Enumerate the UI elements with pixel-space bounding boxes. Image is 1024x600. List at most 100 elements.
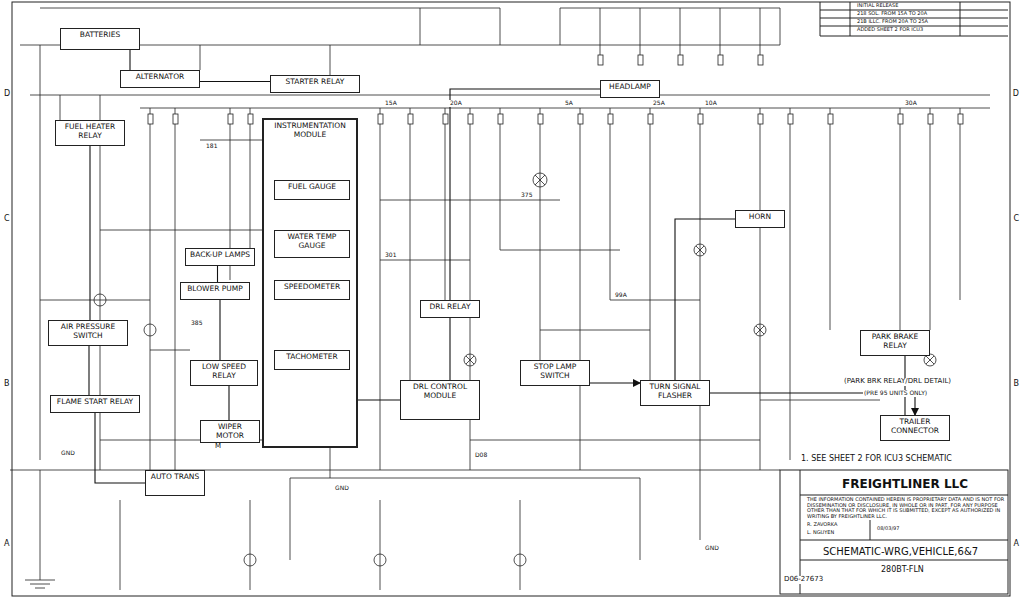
component-label: PARK BRAKE RELAY bbox=[864, 333, 926, 350]
drawing-label: ADDED SHEET 2 FOR ICU3 bbox=[856, 27, 924, 33]
drawing-label: 375 bbox=[520, 192, 533, 199]
drawing-label: 99A bbox=[614, 292, 628, 299]
drawing-label: M bbox=[214, 443, 222, 451]
drawing-label: B bbox=[1013, 380, 1021, 389]
title-text: FREIGHTLINER LLC bbox=[840, 477, 970, 491]
component-label: BLOWER PUMP bbox=[184, 285, 246, 294]
drawing-label: L. NGUYEN bbox=[806, 530, 835, 536]
drawing-label: 10A bbox=[704, 100, 718, 107]
drawing-label: D06-27673 bbox=[783, 576, 824, 584]
drawing-label: (PARK BRK RELAY/DRL DETAIL) bbox=[843, 378, 952, 386]
component-label: HORN bbox=[739, 213, 781, 222]
drawing-label: R. ZAVORKA bbox=[806, 522, 838, 528]
component-box: ALTERNATOR bbox=[120, 70, 200, 88]
component-box: WIPER MOTOR bbox=[200, 420, 260, 443]
component-box: BATTERIES bbox=[60, 28, 140, 50]
drawing-label: THE INFORMATION CONTAINED HEREIN IS PROP… bbox=[806, 497, 1006, 519]
drawing-label: 1. SEE SHEET 2 FOR ICU3 SCHEMATIC bbox=[800, 455, 953, 464]
component-box: DRL CONTROL MODULE bbox=[400, 380, 480, 420]
component-box: WATER TEMP GAUGE bbox=[274, 230, 350, 258]
wire-connector bbox=[590, 382, 640, 383]
drawing-label: 20A bbox=[449, 100, 463, 107]
component-label: TACHOMETER bbox=[278, 353, 346, 362]
drawing-label: 218 SOL. FROM 15A TO 20A bbox=[856, 11, 928, 17]
component-label: FUEL GAUGE bbox=[278, 183, 346, 192]
component-box: HORN bbox=[735, 210, 785, 228]
wire-connector bbox=[217, 266, 218, 282]
drawing-label: 5A bbox=[564, 100, 574, 107]
component-box: LOW SPEED RELAY bbox=[190, 360, 258, 386]
component-label: LOW SPEED RELAY bbox=[194, 363, 254, 380]
drawing-label: C bbox=[3, 215, 11, 224]
wire-connector bbox=[449, 318, 450, 380]
component-box: TRAILER CONNECTOR bbox=[880, 415, 950, 441]
sheet-frame bbox=[12, 2, 1010, 596]
component-box: STOP LAMP SWITCH bbox=[520, 360, 590, 386]
drawing-label: 181 bbox=[205, 143, 218, 150]
wire-connector bbox=[95, 413, 145, 483]
component-box: FUEL GAUGE bbox=[274, 180, 350, 200]
component-box: STARTER RELAY bbox=[270, 75, 360, 93]
drawing-label: D08 bbox=[474, 452, 488, 459]
component-label: ALTERNATOR bbox=[124, 73, 196, 82]
component-box: AIR PRESSURE SWITCH bbox=[48, 320, 128, 346]
drawing-label: GND bbox=[704, 545, 720, 552]
wire-connector bbox=[228, 386, 229, 420]
drawing-label: SCHEMATIC-WRG,VEHICLE,6&7 bbox=[822, 546, 979, 557]
component-box: AUTO TRANS bbox=[145, 470, 205, 496]
drawing-label: 385 bbox=[190, 320, 203, 327]
lamp-symbols bbox=[25, 173, 936, 588]
drawing-label: 21B ILLC. FROM 20A TO 25A bbox=[856, 19, 929, 25]
component-box: SPEEDOMETER bbox=[274, 280, 350, 300]
wire-connector bbox=[200, 81, 270, 82]
wire-connector bbox=[89, 146, 90, 320]
module-heading: INSTRUMENTATION MODULE bbox=[267, 122, 353, 139]
drawing-label: (PRE 95 UNITS ONLY) bbox=[863, 390, 928, 397]
component-label: AIR PRESSURE SWITCH bbox=[52, 323, 124, 340]
wire-connector bbox=[675, 219, 735, 380]
drawing-label: B bbox=[3, 380, 11, 389]
component-label: STARTER RELAY bbox=[274, 78, 356, 87]
drawing-label: 15A bbox=[384, 100, 398, 107]
drawing-label: INITIAL RELEASE bbox=[856, 3, 899, 9]
component-box: BLOWER PUMP bbox=[180, 282, 250, 300]
component-label: DRL RELAY bbox=[424, 303, 476, 312]
drawing-label: 08/03/97 bbox=[876, 526, 900, 532]
drawing-label: D bbox=[1012, 90, 1020, 99]
wire-connector bbox=[358, 399, 400, 400]
component-label: AUTO TRANS bbox=[149, 473, 201, 482]
drawing-label: 30A bbox=[904, 100, 918, 107]
component-label: BACK-UP LAMPS bbox=[189, 251, 251, 260]
drawing-label: C bbox=[1012, 215, 1020, 224]
module-box: INSTRUMENTATION MODULE FUEL GAUGE WATER TE… bbox=[262, 118, 358, 448]
component-label: BATTERIES bbox=[64, 31, 136, 40]
drawing-label: 301 bbox=[384, 252, 397, 259]
drawing-label: 25A bbox=[652, 100, 666, 107]
component-label: FLAME START RELAY bbox=[54, 398, 136, 407]
component-label: WATER TEMP GAUGE bbox=[278, 233, 346, 250]
component-label: TURN SIGNAL FLASHER bbox=[644, 383, 706, 400]
wire-connector bbox=[88, 346, 89, 395]
component-box: FLAME START RELAY bbox=[50, 395, 140, 413]
component-box: TACHOMETER bbox=[274, 350, 350, 370]
component-label: SPEEDOMETER bbox=[278, 283, 346, 292]
wire-connector bbox=[219, 300, 220, 360]
drawing-label: A bbox=[1013, 540, 1020, 549]
wire-connector bbox=[450, 89, 600, 300]
component-box: DRL RELAY bbox=[420, 300, 480, 318]
component-box: HEADLAMP bbox=[600, 80, 660, 98]
drawing-label: GND bbox=[60, 450, 76, 457]
drawing-label: 280BT-FLN bbox=[880, 566, 925, 575]
component-label: DRL CONTROL MODULE bbox=[404, 383, 476, 400]
drawing-label: D bbox=[3, 90, 11, 99]
component-label: FUEL HEATER RELAY bbox=[59, 123, 121, 140]
component-label: WIPER MOTOR bbox=[204, 423, 256, 440]
component-box: BACK-UP LAMPS bbox=[185, 248, 255, 266]
component-label: TRAILER CONNECTOR bbox=[884, 418, 946, 435]
drawing-label: A bbox=[3, 540, 10, 549]
component-label: STOP LAMP SWITCH bbox=[524, 363, 586, 380]
drawing-label: GND bbox=[334, 485, 350, 492]
component-box: FUEL HEATER RELAY bbox=[55, 120, 125, 146]
wire-connector bbox=[129, 50, 130, 70]
